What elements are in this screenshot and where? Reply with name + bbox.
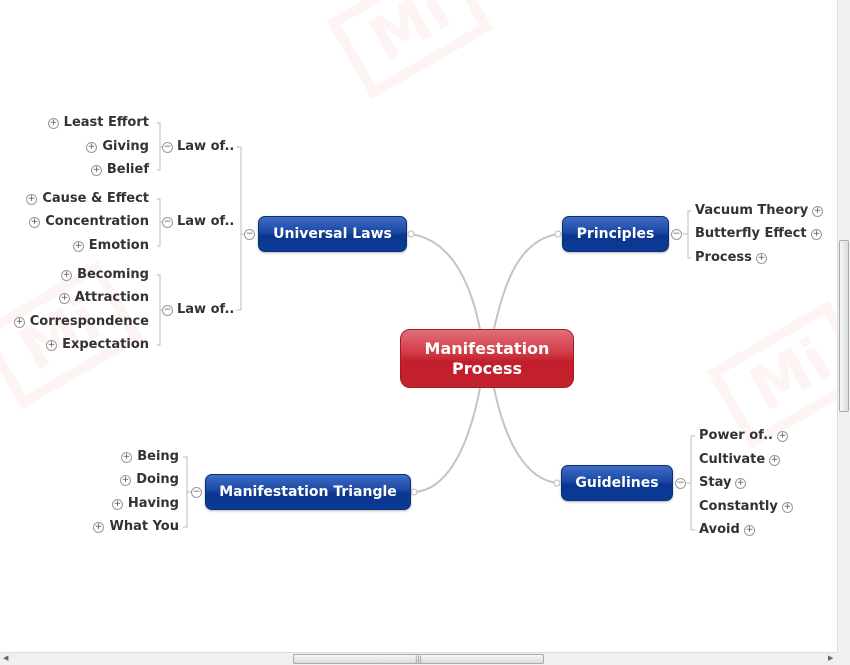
collapse-icon[interactable]: −: [162, 142, 173, 153]
collapse-icon[interactable]: −: [191, 487, 202, 498]
expand-icon[interactable]: +: [112, 499, 123, 510]
connector-lines: [157, 122, 695, 531]
expand-icon[interactable]: +: [769, 455, 780, 466]
expand-icon[interactable]: +: [73, 241, 84, 252]
subtopic[interactable]: Law of..: [177, 302, 235, 317]
expand-icon[interactable]: +: [782, 502, 793, 513]
subtopic[interactable]: Butterfly Effect: [695, 226, 807, 241]
topic-principles[interactable]: Principles: [562, 216, 669, 252]
vertical-scrollbar[interactable]: [837, 0, 850, 653]
subtopic[interactable]: Law of..: [177, 139, 235, 154]
subtopic[interactable]: Attraction: [74, 290, 149, 305]
expand-icon[interactable]: +: [777, 431, 788, 442]
collapse-icon[interactable]: −: [244, 229, 255, 240]
topic-guidelines[interactable]: Guidelines: [561, 465, 673, 501]
subtopic[interactable]: Being: [137, 449, 179, 464]
expand-icon[interactable]: +: [61, 270, 72, 281]
expand-icon[interactable]: +: [735, 478, 746, 489]
vertical-scroll-thumb[interactable]: [839, 240, 849, 412]
subtopic[interactable]: Cultivate: [699, 452, 766, 467]
subtopic[interactable]: Least Effort: [63, 115, 149, 130]
subtopic[interactable]: Constantly: [699, 499, 778, 514]
subtopic[interactable]: Concentration: [45, 214, 149, 229]
central-topic[interactable]: Manifestation Process: [400, 329, 574, 388]
expand-icon[interactable]: +: [46, 340, 57, 351]
expand-icon[interactable]: +: [121, 452, 132, 463]
expand-icon[interactable]: +: [756, 253, 767, 264]
collapse-icon[interactable]: −: [162, 305, 173, 316]
subtopic[interactable]: Belief: [106, 162, 149, 177]
topic-label: Universal Laws: [273, 226, 392, 242]
topic-label: Principles: [576, 226, 655, 242]
subtopic[interactable]: Giving: [102, 139, 149, 154]
horizontal-scroll-thumb[interactable]: |||: [293, 654, 544, 664]
collapse-icon[interactable]: −: [671, 229, 682, 240]
scroll-left-arrow-icon[interactable]: ◀: [3, 654, 9, 662]
expand-icon[interactable]: +: [812, 206, 823, 217]
subtopic[interactable]: Becoming: [77, 267, 149, 282]
expand-icon[interactable]: +: [29, 217, 40, 228]
subtopic[interactable]: Vacuum Theory: [695, 203, 809, 218]
collapse-icon[interactable]: −: [675, 478, 686, 489]
expand-icon[interactable]: +: [93, 522, 104, 533]
expand-icon[interactable]: +: [14, 317, 25, 328]
subtopic[interactable]: Expectation: [62, 337, 149, 352]
scroll-corner: [838, 653, 850, 665]
subtopic[interactable]: Doing: [136, 472, 179, 487]
expand-icon[interactable]: +: [91, 165, 102, 176]
horizontal-scrollbar[interactable]: ◀ ||| ▶: [0, 652, 838, 665]
expand-icon[interactable]: +: [26, 194, 37, 205]
topic-manifestation-triangle[interactable]: Manifestation Triangle: [205, 474, 411, 510]
subtopic[interactable]: Emotion: [88, 238, 149, 253]
subtopic[interactable]: Cause & Effect: [42, 191, 149, 206]
expand-icon[interactable]: +: [744, 525, 755, 536]
subtopic[interactable]: What You: [109, 519, 179, 534]
central-topic-line1: Manifestation: [424, 338, 550, 358]
subtopic[interactable]: Avoid: [699, 522, 740, 537]
collapse-icon[interactable]: −: [162, 217, 173, 228]
subtopic[interactable]: Correspondence: [29, 314, 149, 329]
central-topic-line2: Process: [452, 358, 522, 378]
expand-icon[interactable]: +: [48, 118, 59, 129]
subtopic[interactable]: Law of..: [177, 214, 235, 229]
expand-icon[interactable]: +: [120, 475, 131, 486]
expand-icon[interactable]: +: [59, 293, 70, 304]
topic-label: Guidelines: [575, 475, 659, 491]
subtopic[interactable]: Power of..: [699, 428, 773, 443]
mind-map-canvas[interactable]: Mi Mi Mi Manifestation Process Universal…: [0, 0, 838, 653]
topic-universal-laws[interactable]: Universal Laws: [258, 216, 407, 252]
expand-icon[interactable]: +: [811, 229, 822, 240]
topic-label: Manifestation Triangle: [219, 484, 397, 500]
expand-icon[interactable]: +: [86, 142, 97, 153]
subtopic[interactable]: Process: [695, 250, 752, 265]
subtopic[interactable]: Having: [127, 496, 179, 511]
subtopic[interactable]: Stay: [699, 475, 732, 490]
scroll-right-arrow-icon[interactable]: ▶: [828, 654, 834, 662]
